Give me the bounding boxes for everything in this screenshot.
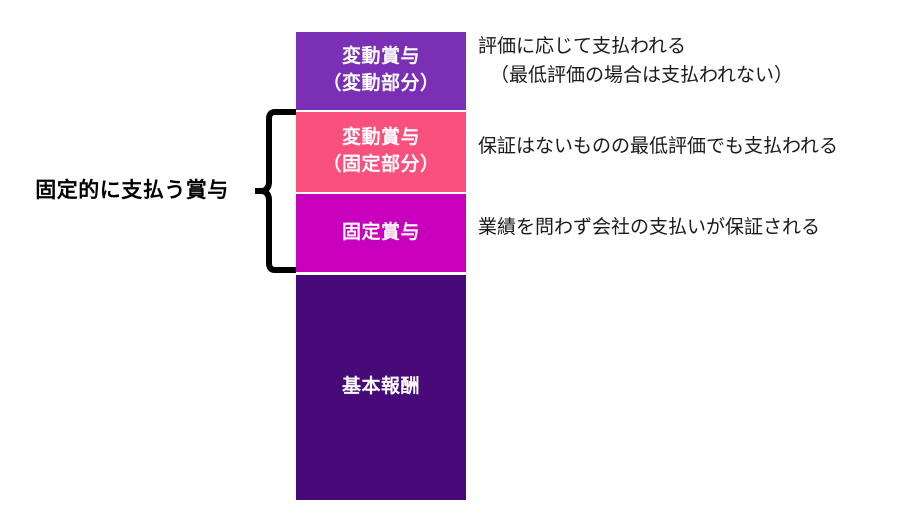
- note-variable-bonus-variable-part: 評価に応じて支払われる （最低評価の場合は支払われない）: [478, 32, 793, 91]
- note-variable-bonus-fixed-part: 保証はないものの最低評価でも支払われる: [478, 132, 838, 161]
- bar-fixed-bonus: 固定賞与: [296, 194, 466, 272]
- group-label-fixed-bonus: 固定的に支払う賞与: [35, 179, 229, 202]
- note-line2: （最低評価の場合は支払われない）: [490, 65, 794, 87]
- curly-brace-svg: [252, 109, 296, 273]
- curly-brace-icon: [252, 108, 297, 274]
- note-fixed-bonus: 業績を問わず会社の支払いが保証される: [478, 213, 820, 242]
- bar-label-line2: （固定部分）: [322, 154, 440, 175]
- bar-base-pay: 基本報酬: [296, 275, 466, 500]
- bar-label-line1: 固定賞与: [341, 221, 420, 243]
- bar-variable-bonus-fixed-part: 変動賞与 （固定部分）: [296, 112, 466, 192]
- bar-variable-bonus-variable-part: 変動賞与 （変動部分）: [296, 32, 466, 110]
- bar-label-line1: 変動賞与: [341, 127, 420, 149]
- bar-label-line1: 基本報酬: [341, 376, 420, 398]
- note-line1: 評価に応じて支払われる: [478, 36, 687, 57]
- note-line1: 保証はないものの最低評価でも支払われる: [478, 136, 839, 157]
- note-line1: 業績を問わず会社の支払いが保証される: [478, 217, 821, 238]
- bar-label-line1: 変動賞与: [341, 46, 420, 68]
- bar-stack: 変動賞与 （変動部分） 変動賞与 （固定部分） 固定賞与 基本報酬: [296, 32, 466, 500]
- bar-label-line2: （変動部分）: [322, 73, 440, 94]
